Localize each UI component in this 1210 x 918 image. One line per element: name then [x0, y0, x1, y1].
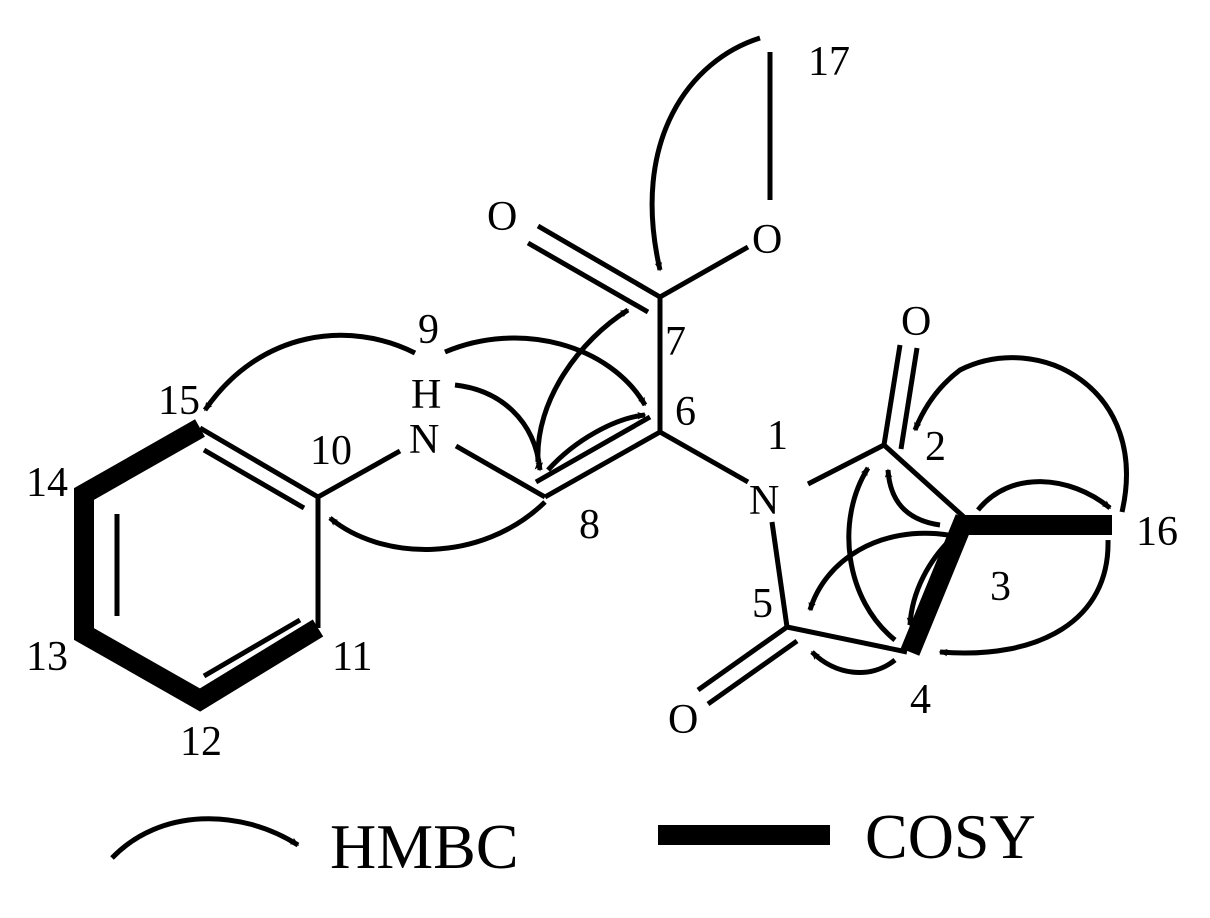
bond-c5-o-a: [696, 624, 789, 693]
atom-n-amine: N: [409, 417, 439, 463]
bond-o-c7: [658, 244, 750, 300]
atom-o-c2: O: [901, 299, 931, 345]
bond-c5-o-b: [706, 638, 799, 707]
bond-c2-c3: [882, 443, 967, 520]
hmbc-h17-to-c7: [649, 35, 761, 272]
bond-c7-o-double-b: [526, 240, 650, 315]
number-16: 16: [1136, 509, 1178, 555]
hmbc-c8-c7: [534, 307, 630, 470]
number-14: 14: [26, 460, 68, 506]
number-12: 12: [180, 719, 222, 765]
bond-layer: [114, 52, 967, 707]
hmbc-c4-to-c2: [846, 466, 897, 642]
legend-hmbc-label: HMBC: [330, 811, 519, 882]
cosy-phenyl-path: [74, 419, 324, 712]
hmbc-h-to-c8: [454, 382, 543, 472]
cosy-c3-c4: [900, 514, 975, 656]
cosy-layer: [74, 419, 1112, 712]
hmbc-c16-to-c2: [912, 355, 1129, 513]
bond-c8-n: [454, 443, 547, 500]
number-2: 2: [925, 424, 946, 470]
bond-c11-c12-inner: [202, 617, 302, 679]
bond-n1-c5: [769, 521, 790, 628]
legend-hmbc-arrow-icon: [110, 816, 300, 860]
bond-c15-c10-inner: [202, 447, 306, 511]
legend: HMBC COSY: [110, 801, 1036, 882]
hmbc-h9-to-c15: [202, 332, 417, 412]
number-5: 5: [752, 581, 773, 627]
number-13: 13: [26, 634, 68, 680]
number-4: 4: [910, 677, 931, 723]
bond-c5-c4: [786, 624, 908, 655]
number-8: 8: [579, 502, 600, 548]
number-17: 17: [808, 39, 850, 85]
bond-c2-o-a: [881, 344, 903, 446]
legend-cosy-label: COSY: [865, 801, 1036, 872]
hmbc-c16-to-c4: [938, 539, 1111, 657]
atom-labels: O O O O H N N: [409, 194, 931, 743]
number-9: 9: [418, 307, 439, 353]
hmbc-c3-to-c4: [906, 538, 952, 627]
number-6: 6: [675, 389, 696, 435]
hmbc-c8-to-c6: [546, 412, 647, 472]
number-3: 3: [990, 564, 1011, 610]
hmbc-h9-to-c6: [444, 335, 648, 407]
bond-c15-c10: [198, 425, 320, 500]
hmbc-c3-to-c16: [976, 479, 1112, 512]
number-15: 15: [158, 378, 200, 424]
atom-o-ketone: O: [487, 194, 517, 240]
hmbc-layer: [202, 35, 1129, 675]
number-11: 11: [332, 634, 372, 680]
position-numbers: 1 2 3 4 5 6 7 8 9 10 11 12 13 14 15 16 1…: [26, 39, 1178, 765]
number-10: 10: [310, 428, 352, 474]
atom-o-ester: O: [752, 217, 782, 263]
hmbc-c4-to-c5: [810, 650, 897, 675]
bond-c6-n1: [658, 429, 750, 485]
atom-o-c5: O: [668, 697, 698, 743]
bond-c2-o-b: [898, 347, 920, 450]
atom-h-amine: H: [411, 372, 441, 418]
number-7: 7: [665, 319, 686, 365]
bond-n1-c2: [806, 442, 886, 487]
hmbc-c3-to-c5: [807, 530, 949, 612]
atom-n-imide: N: [749, 478, 779, 524]
number-1: 1: [767, 413, 788, 459]
bond-n-c10: [316, 448, 402, 500]
bond-c7-o-double-a: [536, 223, 662, 300]
hmbc-c3-to-c2: [884, 468, 941, 528]
hmbc-c8-to-c10: [328, 500, 547, 552]
